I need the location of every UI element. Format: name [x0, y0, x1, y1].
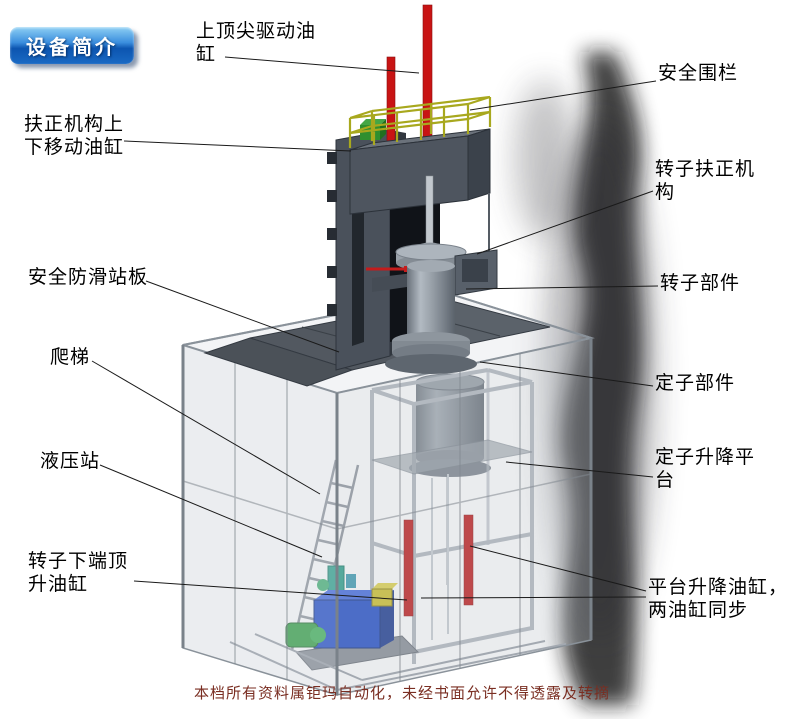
leader-platform-cylinder-a [469, 545, 647, 592]
label-safety-fence: 安全围栏 [658, 62, 750, 85]
leader-antislip-plate [145, 280, 340, 353]
label-line: 下移动油缸 [24, 137, 125, 159]
label-line: 上顶尖驱动油 [196, 21, 317, 42]
label-line: 爬梯 [50, 347, 91, 368]
label-line: 转子扶正机 [655, 159, 756, 180]
label-line: 定子部件 [655, 373, 736, 394]
label-ladder: 爬梯 [50, 346, 102, 369]
leader-stator-lift-platform [505, 461, 654, 478]
leader-centering-move-cylinder [123, 140, 352, 152]
leader-rotor-centering [476, 190, 654, 255]
press-head-box [349, 119, 491, 255]
label-line: 液压站 [40, 451, 101, 472]
label-rotor-part: 转子部件 [660, 272, 752, 295]
label-line: 安全围栏 [658, 63, 739, 84]
label-hydraulic-station: 液压站 [40, 450, 112, 473]
leader-top-drive-cylinder [224, 56, 420, 74]
leader-rotor-part [465, 285, 659, 290]
leader-ladder [91, 360, 321, 495]
label-line: 转子部件 [660, 273, 741, 294]
title-badge: 设备简介 [10, 27, 134, 64]
leader-stator-part [479, 361, 654, 387]
platform-lift-cylinder-rods [403, 514, 474, 617]
label-line: 两油缸同步 [648, 600, 749, 622]
label-line: 扶正机构上 [24, 114, 125, 135]
label-line: 升油缸 [28, 574, 89, 596]
leader-lines [91, 56, 659, 601]
label-line: 安全防滑站板 [28, 267, 149, 288]
label-rotor-centering: 转子扶正机 构 [655, 158, 761, 204]
label-antislip-plate: 安全防滑站板 [28, 266, 160, 289]
label-rotor-bottom-jack-cylinder: 转子下端顶 升油缸 [28, 550, 134, 596]
leader-hydraulic-station [99, 464, 323, 558]
label-centering-move-cylinder: 扶正机构上 下移动油缸 [24, 113, 130, 159]
label-line: 台 [655, 470, 676, 492]
label-top-drive-cylinder: 上顶尖驱动油 缸 [196, 20, 318, 66]
label-line: 定子升降平 [655, 447, 756, 468]
label-line: 缸 [196, 44, 217, 66]
label-stator-lift-platform: 定子升降平 台 [655, 446, 761, 492]
rotor-assembly [366, 175, 498, 374]
label-stator-part: 定子部件 [655, 372, 747, 395]
leader-rotor-bottom-jack [133, 580, 408, 601]
leader-platform-cylinder-b [420, 596, 647, 599]
footer-copyright: 本档所有资料属钜玛自动化，未经书面允许不得透露及转摘 [193, 685, 610, 702]
title-badge-label: 设备简介 [26, 37, 118, 59]
hydraulic-station-unit [285, 565, 420, 671]
base-frame [229, 633, 567, 691]
leader-safety-fence [469, 80, 657, 111]
lift-frame [370, 368, 534, 664]
label-line: 转子下端顶 [28, 551, 129, 572]
safety-fence-railing [348, 95, 492, 148]
label-line: 平台升降油缸， [648, 577, 789, 598]
label-platform-lift-cylinders: 平台升降油缸， 两油缸同步 [648, 576, 796, 622]
label-line: 构 [655, 182, 676, 204]
